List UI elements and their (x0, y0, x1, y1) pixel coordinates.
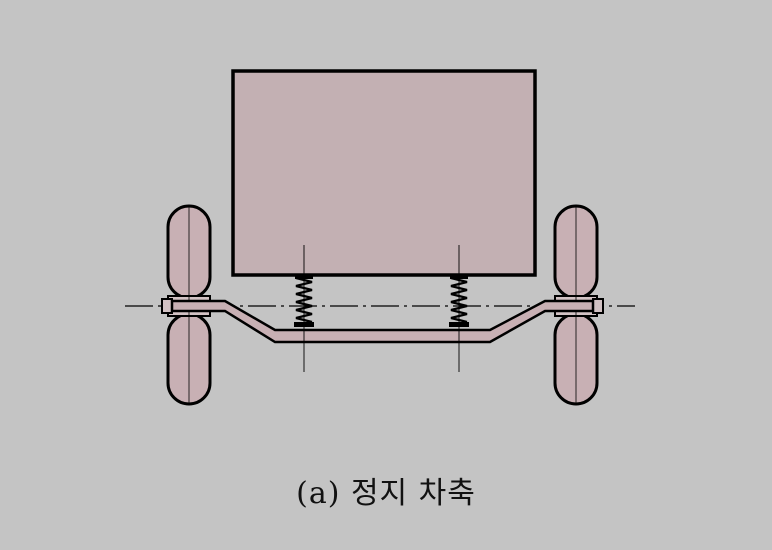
left-wheel (166, 204, 212, 406)
right-spring (449, 245, 469, 372)
figure-caption: (a) 정지 차축 (296, 476, 476, 511)
rigid-axle-beam (170, 299, 595, 344)
left-axle-flange (161, 298, 173, 314)
car-body (231, 69, 537, 277)
left-spring (294, 245, 314, 372)
right-axle-flange (592, 298, 604, 314)
